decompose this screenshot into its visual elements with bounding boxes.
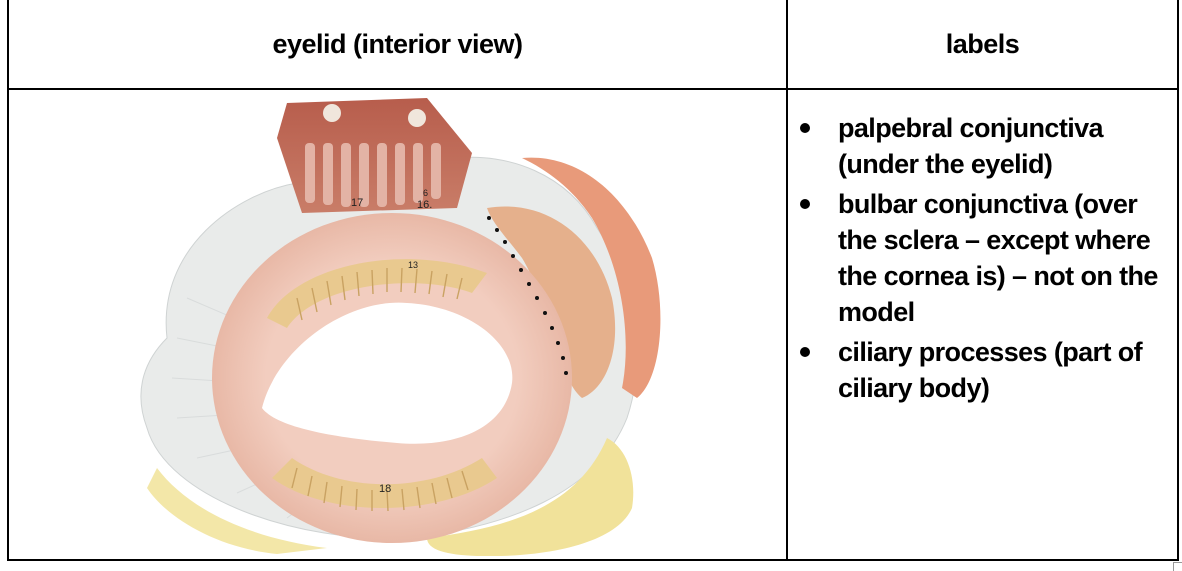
label-list: palpebral conjunctiva (under the eyelid)… bbox=[788, 110, 1158, 410]
header-labels: labels bbox=[786, 0, 1179, 90]
label-item: palpebral conjunctiva (under the eyelid) bbox=[788, 110, 1158, 182]
eyelid-model-photo: 17 6 16. 13 18 bbox=[140, 98, 661, 556]
marker-6: 6 bbox=[423, 188, 428, 198]
header-row: eyelid (interior view) labels bbox=[7, 0, 1179, 90]
marker-16: 16. bbox=[417, 199, 432, 211]
marker-13: 13 bbox=[408, 260, 418, 270]
image-cell: 17 6 16. 13 18 bbox=[7, 88, 788, 561]
bullet-icon bbox=[800, 347, 810, 357]
label-text: bulbar conjunctiva (over the sclera – ex… bbox=[838, 189, 1158, 327]
bullet-icon bbox=[800, 123, 810, 133]
header-eyelid: eyelid (interior view) bbox=[7, 0, 788, 90]
label-text: ciliary processes (part of ciliary body) bbox=[838, 337, 1143, 403]
label-item: ciliary processes (part of ciliary body) bbox=[788, 334, 1158, 406]
page-corner-mark bbox=[1173, 562, 1182, 571]
label-item: bulbar conjunctiva (over the sclera – ex… bbox=[788, 186, 1158, 330]
bullet-icon bbox=[800, 199, 810, 209]
label-text: palpebral conjunctiva (under the eyelid) bbox=[838, 113, 1104, 179]
labels-cell: palpebral conjunctiva (under the eyelid)… bbox=[786, 88, 1179, 561]
document-table: eyelid (interior view) labels bbox=[7, 0, 1179, 561]
marker-17: 17 bbox=[351, 197, 363, 209]
content-row: 17 6 16. 13 18 palpebral conjunctiva (un… bbox=[7, 88, 1179, 561]
marker-18: 18 bbox=[379, 483, 391, 495]
